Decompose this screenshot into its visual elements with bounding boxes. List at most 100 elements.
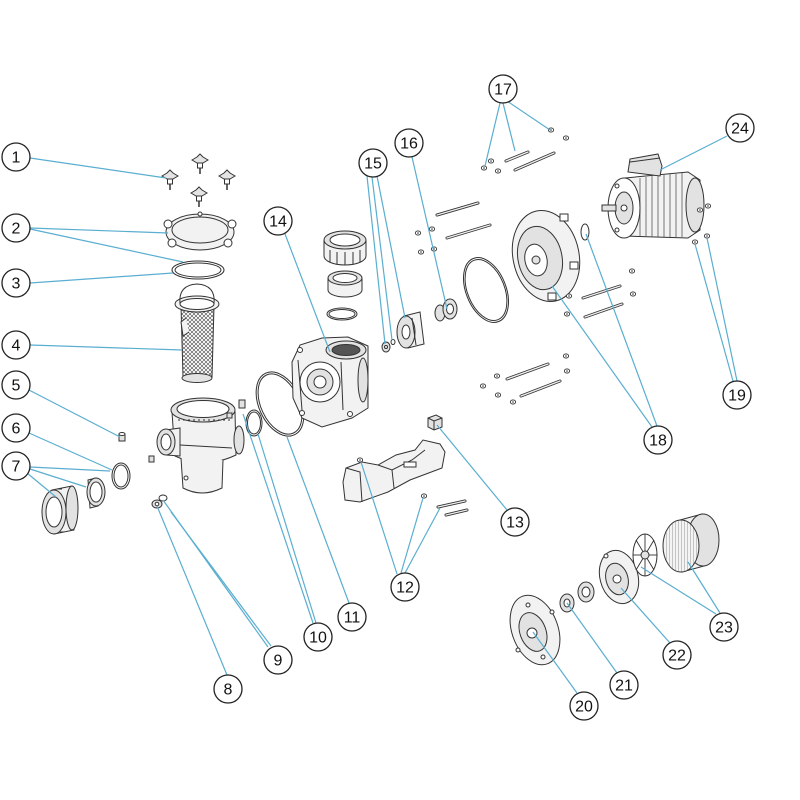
callout-4: 4: [1, 330, 31, 360]
part-lid-o-ring: [171, 260, 225, 280]
part-union-nut: [41, 485, 79, 535]
leader-line-2: [29, 227, 169, 234]
leader-line-18: [585, 233, 658, 427]
part-pump-body: [291, 336, 369, 428]
nut: [562, 353, 570, 359]
callout-label: 12: [396, 580, 414, 597]
nut: [494, 392, 502, 398]
part-impeller: [396, 311, 425, 349]
part-seal-plate: [511, 209, 581, 303]
leader-line-15: [366, 175, 386, 345]
callout-8: 8: [213, 674, 243, 704]
leader-line-23: [640, 566, 717, 615]
leader-line-17: [484, 102, 501, 167]
leader-line-15: [376, 175, 406, 319]
leader-line-21: [566, 602, 618, 674]
part-rear-end-shield: [598, 549, 640, 605]
part-tie-bolts: [435, 150, 624, 398]
nut: [691, 239, 699, 245]
leader-line-5: [28, 389, 121, 438]
leader-line-7: [26, 472, 57, 498]
part-shaft-o-ring: [580, 223, 590, 241]
bolt: [504, 150, 530, 163]
bolt: [581, 284, 622, 300]
leader-line-16: [411, 156, 448, 310]
nut: [628, 268, 636, 274]
callout-label: 11: [344, 610, 361, 627]
callout-label: 17: [494, 82, 512, 99]
callout-17: 17: [488, 74, 518, 104]
nut: [563, 311, 571, 317]
leader-line-12: [360, 461, 398, 575]
callout-18: 18: [643, 425, 673, 455]
leader-line-17: [506, 100, 551, 131]
callout-label: 19: [728, 388, 746, 405]
part-seal-plate-gasket: [463, 257, 509, 323]
leader-line-24: [659, 135, 728, 171]
nut: [562, 135, 570, 141]
leader-line-2: [29, 228, 184, 263]
nut: [696, 207, 704, 213]
leader-line-7: [29, 468, 87, 488]
part-union-o-ring: [111, 462, 131, 490]
leader-line-4: [29, 344, 183, 351]
callout-label: 24: [731, 121, 749, 138]
callout-label: 4: [12, 338, 21, 355]
knob: [218, 169, 236, 191]
part-knobs: [161, 153, 236, 208]
callout-label: 18: [649, 433, 667, 450]
nut: [493, 373, 501, 379]
leader-line-12: [404, 507, 441, 574]
nut: [356, 457, 364, 463]
callout-9: 9: [263, 645, 293, 675]
leader-line-14: [284, 233, 331, 353]
callout-label: 14: [269, 214, 287, 231]
callout-label: 1: [12, 150, 21, 167]
part-motor-flange: [509, 594, 561, 666]
leader-line-23: [687, 561, 721, 614]
callout-label: 5: [12, 378, 21, 395]
nut: [563, 368, 571, 374]
callout-16: 16: [394, 128, 424, 158]
part-small-o-ring: [245, 409, 263, 437]
nut: [703, 233, 711, 239]
callout-label: 9: [274, 653, 283, 670]
part-motor: [601, 153, 705, 239]
leader-line-17: [502, 102, 516, 152]
part-fan-cover: [662, 513, 720, 573]
nut: [494, 168, 502, 174]
callout-label: 16: [400, 136, 418, 153]
leader-line-18: [551, 285, 653, 428]
callout-13: 13: [500, 507, 530, 537]
callout-label: 23: [715, 620, 733, 637]
callout-label: 2: [12, 221, 21, 238]
part-outlet-union-nut: [323, 230, 367, 266]
callout-11: 11: [337, 602, 367, 632]
leader-line-13: [436, 424, 508, 511]
callout-1: 1: [1, 142, 31, 172]
nut: [509, 399, 517, 405]
leader-line-22: [620, 587, 671, 644]
callout-23: 23: [709, 612, 739, 642]
callout-14: 14: [263, 206, 293, 236]
part-drain-plugs: [151, 494, 168, 509]
leader-line-7: [29, 466, 111, 472]
bolt: [444, 508, 469, 517]
callout-3: 3: [1, 268, 31, 298]
leader-line-20: [532, 631, 578, 694]
part-strainer-basket: [174, 283, 220, 383]
leader-line-15: [371, 176, 393, 341]
callout-10: 10: [303, 622, 333, 652]
bolt: [505, 362, 550, 381]
part-motor-support: [342, 439, 446, 503]
callout-label: 3: [12, 276, 21, 293]
bolt: [445, 223, 492, 240]
callout-label: 13: [506, 515, 524, 532]
callout-5: 5: [1, 370, 31, 400]
callout-label: 10: [309, 630, 327, 647]
nut: [704, 203, 712, 209]
part-bearings: [559, 581, 595, 613]
part-support-bolts: [356, 457, 469, 517]
leader-lines: [26, 100, 738, 694]
callout-label: 8: [224, 682, 233, 699]
